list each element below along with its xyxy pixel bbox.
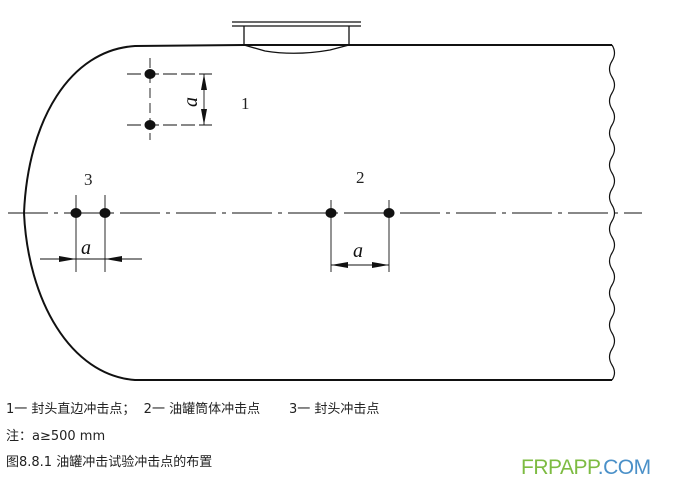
impact-point-2a xyxy=(325,208,337,218)
figure-title: 图8.8.1 油罐冲击试验冲击点的布置 xyxy=(6,455,213,470)
construction-lines xyxy=(40,58,390,272)
dimension-arrows xyxy=(59,74,389,268)
watermark-part1: FRPAPP xyxy=(521,456,598,479)
tank-break-line xyxy=(608,44,616,381)
impact-point-3b xyxy=(99,208,111,218)
label-2: 2 xyxy=(356,168,365,187)
label-1: 1 xyxy=(241,94,250,113)
note-text: 注：a≥500 mm xyxy=(6,429,106,444)
label-3: 3 xyxy=(84,170,93,189)
dimension-a-head: a xyxy=(81,237,91,259)
impact-point-1a xyxy=(144,69,156,79)
manhole xyxy=(232,21,361,54)
impact-point-1b xyxy=(144,120,156,130)
impact-point-2b xyxy=(383,208,395,218)
legend-text: 1一 封头直边冲击点； 2一 油罐筒体冲击点 3一 封头冲击点 xyxy=(6,402,380,417)
watermark-part2: .COM xyxy=(597,456,651,479)
impact-point-3a xyxy=(70,208,82,218)
watermark-logo: FRPAPP.COM xyxy=(521,456,651,480)
dimension-a-vertical: a xyxy=(180,97,202,107)
dimension-a-shell: a xyxy=(353,240,363,262)
